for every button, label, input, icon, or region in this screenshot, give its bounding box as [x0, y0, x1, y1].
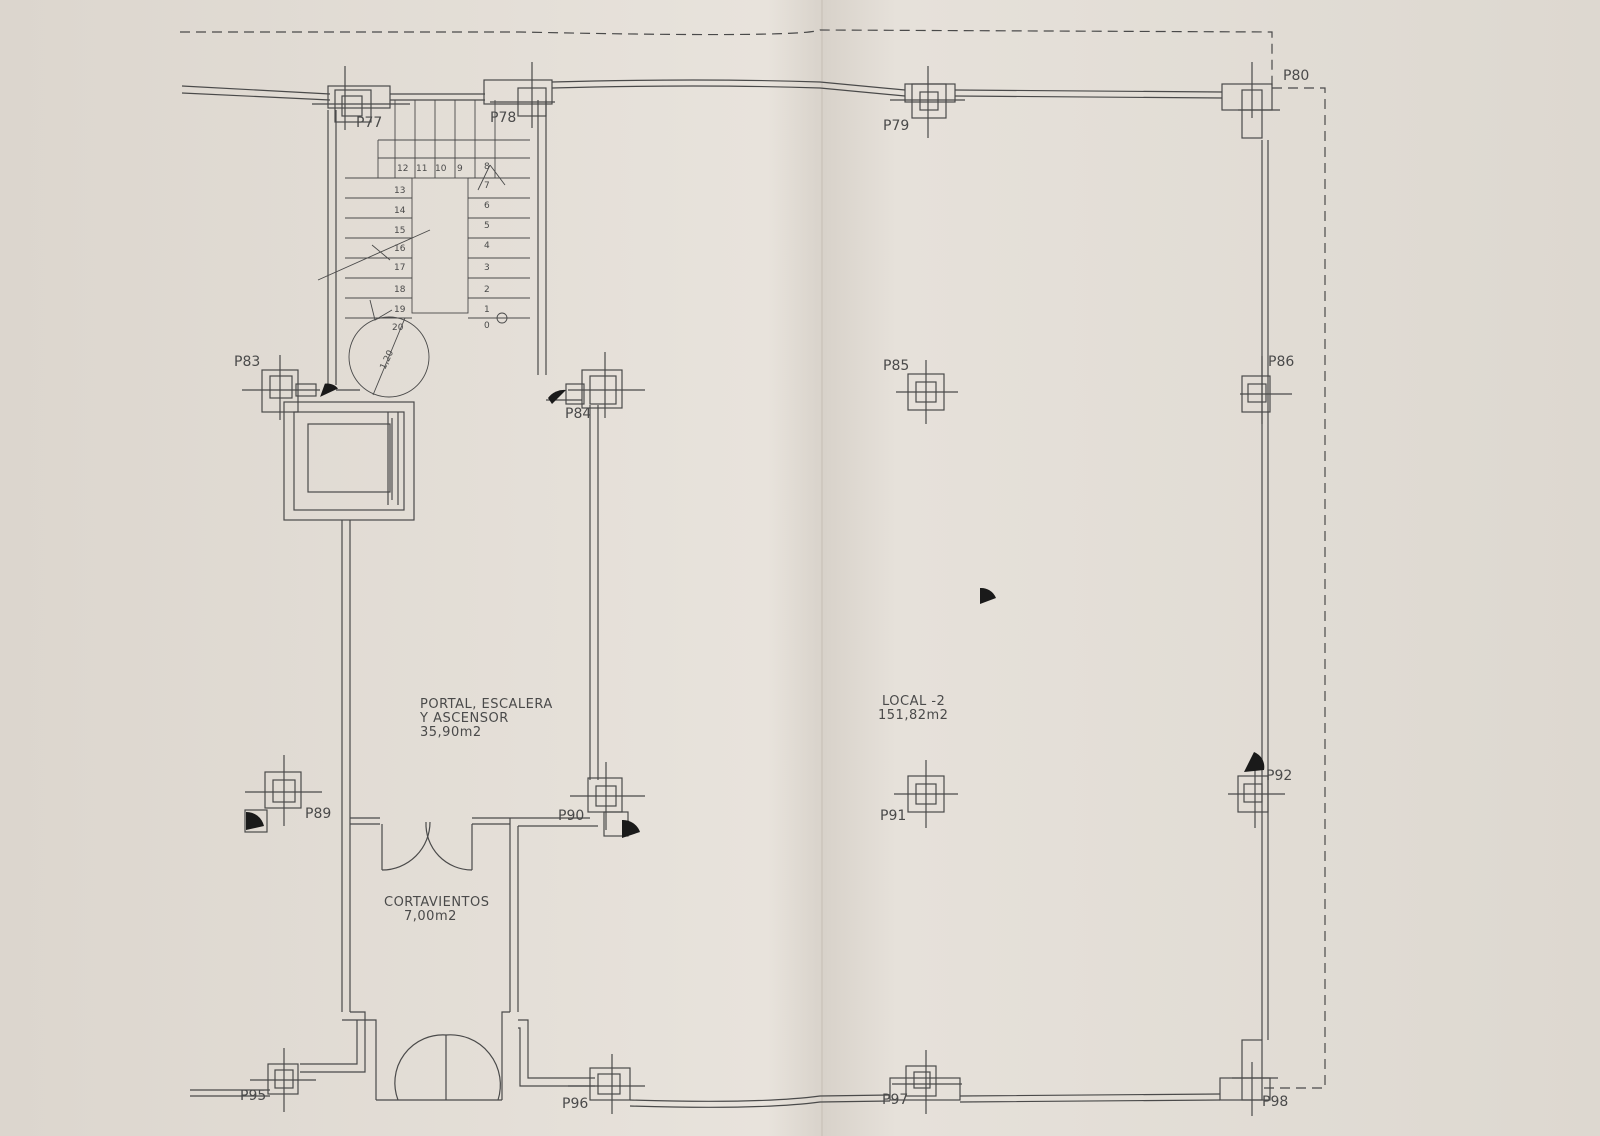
step-15: 15	[394, 226, 405, 236]
step-1: 1	[484, 305, 490, 315]
label-p97: P97	[882, 1092, 908, 1108]
stair-treads	[317, 100, 530, 398]
room-portal-line2: Y ASCENSOR	[419, 711, 509, 726]
label-p80: P80	[1283, 68, 1309, 84]
room-local-area: 151,82m2	[878, 708, 948, 723]
right-facade-wall	[1261, 140, 1269, 1040]
pillar-p79	[890, 66, 965, 138]
step-0: 0	[484, 321, 490, 331]
step-19: 19	[394, 305, 406, 315]
pillar-p97	[889, 1050, 962, 1114]
room-cortavientos-name: CORTAVIENTOS	[384, 895, 489, 910]
entrance-double-door	[376, 1034, 502, 1101]
pillar-p85	[896, 360, 958, 424]
step-9: 9	[457, 164, 463, 174]
room-labels: PORTAL, ESCALERA Y ASCENSOR 35,90m2 CORT…	[384, 694, 948, 924]
step-8: 8	[484, 162, 490, 172]
label-p86: P86	[1268, 354, 1294, 370]
label-p96: P96	[562, 1096, 588, 1112]
step-13: 13	[394, 186, 405, 196]
label-p83: P83	[234, 354, 260, 370]
step-11: 11	[416, 164, 427, 174]
step-16: 16	[394, 244, 406, 254]
pillar-labels: P77 P78 P79 P80 P83 P84 P85 P86 P89 P90 …	[234, 68, 1309, 1112]
step-20: 20	[392, 323, 404, 333]
step-10: 10	[435, 164, 447, 174]
entrance-jambs	[300, 1011, 595, 1100]
room-local-name: LOCAL -2	[882, 694, 945, 709]
step-5: 5	[484, 221, 490, 231]
step-2: 2	[484, 285, 490, 295]
label-p90: P90	[558, 808, 584, 824]
label-p85: P85	[883, 358, 909, 374]
bottom-facade-wall	[190, 1089, 1221, 1108]
label-p78: P78	[490, 110, 516, 126]
label-p98: P98	[1262, 1094, 1288, 1110]
step-17: 17	[394, 263, 405, 273]
label-p89: P89	[305, 806, 331, 822]
step-6: 6	[484, 201, 490, 211]
step-14: 14	[394, 206, 406, 216]
room-portal-line1: PORTAL, ESCALERA	[420, 697, 553, 712]
property-boundary	[180, 29, 1326, 1089]
elevator-shaft	[283, 401, 415, 521]
pillar-p77	[312, 66, 410, 130]
cortavientos-double-door	[381, 821, 473, 871]
pillar-p90	[570, 762, 645, 837]
step-12: 12	[397, 164, 408, 174]
room-cortavientos-area: 7,00m2	[404, 909, 457, 924]
pillar-p83	[242, 355, 320, 420]
label-p95: P95	[240, 1088, 266, 1104]
top-facade-wall	[181, 79, 1223, 101]
pillar-p89	[244, 755, 322, 833]
vent-markers	[246, 383, 1265, 838]
step-4: 4	[484, 241, 490, 251]
pillar-p84	[565, 352, 645, 418]
label-p91: P91	[880, 808, 906, 824]
step-18: 18	[394, 285, 406, 295]
room-portal-area: 35,90m2	[420, 725, 482, 740]
pillar-p98	[1219, 1039, 1278, 1116]
pillar-p96	[568, 1054, 645, 1114]
label-p84: P84	[565, 406, 591, 422]
pillar-p95	[250, 1048, 316, 1112]
pillar-p92	[1228, 760, 1285, 828]
pillar-p78	[483, 62, 555, 128]
step-7: 7	[484, 181, 490, 191]
pillar-p91	[894, 760, 958, 828]
structural-pillars	[242, 62, 1292, 1116]
label-p92: P92	[1266, 768, 1292, 784]
portal-corridor-walls	[341, 405, 599, 1012]
pillar-p86	[1240, 356, 1292, 424]
step-3: 3	[484, 263, 490, 273]
label-p79: P79	[883, 118, 909, 134]
pillar-p80	[1221, 62, 1280, 139]
label-p77: P77	[356, 115, 382, 131]
